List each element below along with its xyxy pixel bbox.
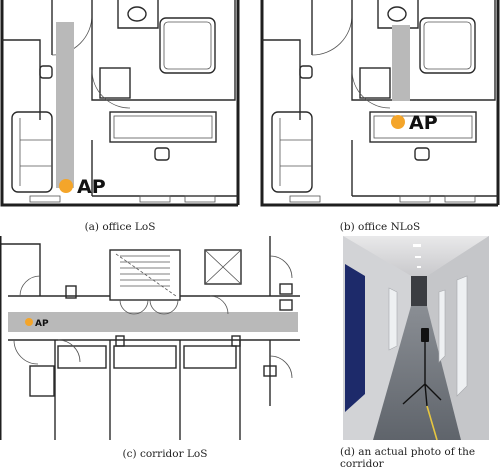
measurement-path <box>392 25 410 101</box>
ceiling-light <box>417 266 421 268</box>
double-door <box>119 299 149 315</box>
door-swing <box>209 295 229 315</box>
outer-wall <box>260 0 498 207</box>
ap-label: AP <box>409 112 438 134</box>
ap-label: AP <box>35 319 49 329</box>
window <box>399 195 431 203</box>
caption-d: (d) an actual photo of the corridor <box>340 446 476 470</box>
chair <box>154 147 170 161</box>
window <box>184 195 216 203</box>
device-on-tripod <box>421 328 429 342</box>
door-frame <box>65 285 77 299</box>
door-frame <box>231 335 241 347</box>
closet <box>29 365 55 397</box>
chair <box>299 65 313 79</box>
door-swing <box>269 355 293 379</box>
ap-marker <box>59 179 73 193</box>
vanity <box>377 0 419 29</box>
sink <box>387 6 407 22</box>
bathroom-unit <box>113 345 177 369</box>
outer-wall <box>0 0 238 207</box>
corridor-end <box>411 276 427 306</box>
caption-b: (b) office NLoS <box>339 221 421 233</box>
sofa <box>271 111 313 193</box>
caption-c: (c) corridor LoS <box>122 448 208 460</box>
lift <box>204 249 242 285</box>
window <box>29 195 61 203</box>
sofa <box>11 111 53 193</box>
measuring-tape <box>426 405 438 440</box>
door-left <box>388 287 398 351</box>
toilet <box>99 67 131 99</box>
ap-marker <box>25 318 33 326</box>
inner-wall <box>262 39 301 120</box>
measurement-path <box>56 22 74 188</box>
measurement-path <box>8 312 298 332</box>
desk <box>369 111 477 143</box>
bathroom-unit <box>183 345 237 369</box>
chair <box>414 147 430 161</box>
door-swing <box>311 14 353 56</box>
vanity <box>117 0 159 29</box>
tripod <box>402 342 442 407</box>
door-swing <box>57 339 81 363</box>
door-blue <box>345 264 365 412</box>
door-frame <box>279 283 293 295</box>
shower-inner <box>163 21 212 70</box>
lift-cross <box>204 249 242 285</box>
chair <box>39 65 53 79</box>
corridor-photo <box>343 236 489 440</box>
panel-office-los: AP <box>0 0 240 212</box>
floorplan-office-nlos: AP <box>260 0 500 207</box>
ap-marker <box>391 115 405 129</box>
inner-wall <box>2 39 41 120</box>
door-swing <box>269 255 293 279</box>
stairs <box>120 255 170 287</box>
toilet <box>359 67 391 99</box>
window <box>289 195 321 203</box>
panel-corridor-photo <box>343 236 489 440</box>
shower-inner <box>423 21 472 70</box>
double-door <box>149 299 179 315</box>
room-wall <box>0 243 41 296</box>
door-swing <box>13 339 39 365</box>
desk-top <box>373 115 473 139</box>
door-frame <box>263 365 277 377</box>
ceiling-light <box>413 244 421 247</box>
door-right <box>456 275 468 397</box>
panel-office-nlos: AP <box>260 0 500 212</box>
sofa-cushions <box>279 118 312 186</box>
stairwell <box>109 249 181 301</box>
bathroom-unit <box>57 345 107 369</box>
desk <box>109 111 217 143</box>
door-frame <box>279 299 293 311</box>
ceiling-light <box>415 256 421 258</box>
window <box>444 195 476 203</box>
caption-a: (a) office LoS <box>84 221 156 233</box>
stair-arrow <box>115 253 177 297</box>
carpet-floor <box>373 306 461 440</box>
bathroom-wall <box>91 0 236 101</box>
shower-tray <box>419 17 476 74</box>
desk-top <box>113 115 213 139</box>
ap-label: AP <box>77 176 106 198</box>
door-frame <box>115 335 125 347</box>
floorplan-corridor-los: AP <box>0 236 300 440</box>
sofa-cushions <box>19 118 52 186</box>
shower-tray <box>159 17 216 74</box>
window <box>139 195 171 203</box>
panel-corridor-los: AP <box>0 236 330 440</box>
door-right <box>438 289 446 363</box>
door-swing <box>351 69 391 109</box>
room-divider <box>54 340 241 440</box>
door-swing <box>19 275 41 297</box>
floorplan-office-los: AP <box>0 0 240 207</box>
sink <box>127 6 147 22</box>
door-swing <box>91 69 131 109</box>
bathroom-wall <box>351 0 496 101</box>
